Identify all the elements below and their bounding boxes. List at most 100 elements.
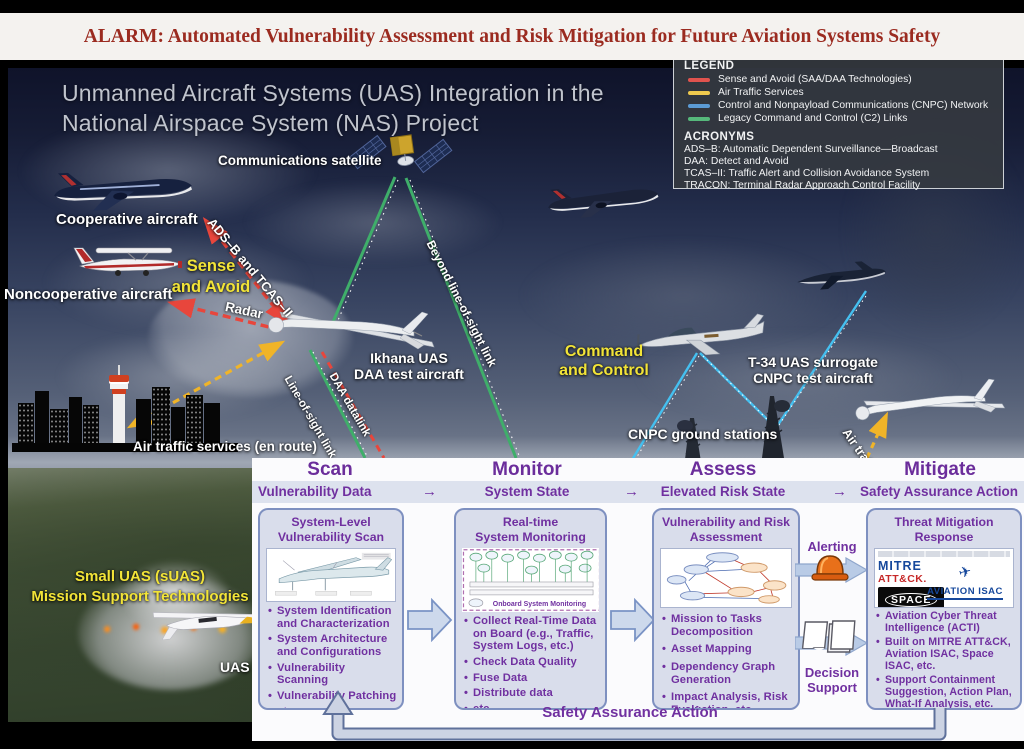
c2-color-swatch (688, 116, 710, 121)
uas-schematic-image (266, 548, 396, 602)
legend-item-label: Control and Nonpayload Communications (C… (718, 100, 989, 111)
bullet-item: Asset Mapping (662, 643, 794, 656)
cnpc-link-line (699, 352, 777, 429)
building (136, 399, 151, 443)
bullet-item: Impact Analysis, Risk Evaluation, etc. (662, 691, 794, 708)
label-cooperative-aircraft: Cooperative aircraft (56, 211, 198, 228)
label-ikhana-uas: Ikhana UAS DAA test aircraft (354, 350, 464, 382)
bullet-item: System Identification and Characterizati… (268, 605, 398, 630)
feedback-loop-arrow (322, 690, 947, 741)
bullet-item: Support Containment Suggestion, Action P… (876, 674, 1016, 708)
legend-item: Sense and Avoid (SAA/DAA Technologies) (684, 74, 993, 85)
states-bar: Vulnerability Data → System State → Elev… (252, 481, 1024, 503)
cnpc-link-coil (634, 292, 869, 461)
aviation-isac-text: AVIATION ISAC (927, 586, 1003, 600)
c2-link-line (331, 176, 397, 323)
uas-drone-graphic (855, 378, 1006, 421)
assess-box-title: Vulnerability and Risk Assessment (661, 515, 790, 544)
t34-aircraft-graphic (636, 313, 765, 356)
assess-box: Vulnerability and Risk Assessment (652, 508, 800, 710)
tower-cab (109, 375, 129, 384)
space-isac-logo: SPACE ISAC (878, 587, 945, 607)
cloud (633, 330, 963, 425)
state-arrow-icon: → (422, 483, 437, 500)
legend-item: Control and Nonpayload Communications (C… (684, 100, 993, 111)
building (152, 387, 170, 443)
bullet-item: etc. (268, 706, 398, 708)
atc-color-swatch (688, 90, 710, 95)
bullet-item: System Architecture and Configurations (268, 633, 398, 658)
state-arrow-icon: → (624, 483, 639, 500)
business-jet-graphic (797, 261, 886, 290)
state-vulnerability-data: Vulnerability Data (258, 484, 372, 499)
state-arrow-icon: → (832, 483, 847, 500)
cnpc-link-line (774, 290, 868, 429)
legend-item: Air Traffic Services (684, 87, 993, 98)
safety-assurance-action-label: Safety Assurance Action (542, 704, 718, 721)
label-command-and-control: Command and Control (559, 343, 649, 380)
scene-title: Unmanned Aircraft Systems (UAS) Integrat… (62, 80, 604, 137)
daa-datalink-line (320, 351, 386, 459)
label-small-uas: Small UAS (sUAS) Mission Support Technol… (31, 568, 249, 605)
noncooperative-aircraft-graphic (73, 247, 182, 276)
tower-column (113, 394, 125, 443)
aviation-isac-logo: ✈ AVIATION ISAC (922, 563, 1008, 600)
logo-collage: MITRE ATT&CK. SPACE ISAC ✈ AVIATION ISAC (875, 549, 1013, 607)
label-cnpc-ground-stations: CNPC ground stations (628, 426, 778, 442)
legend-item-label: Air Traffic Services (718, 87, 804, 98)
airliner-graphic (548, 188, 659, 219)
building (186, 395, 203, 443)
bullet-item: Built on MITRE ATT&CK, Aviation ISAC, Sp… (876, 636, 1016, 673)
alarm-flowchart-panel: Scan Monitor Assess Mitigate Vulnerabili… (252, 458, 1024, 741)
mitigate-box: Threat Mitigation Response MITRE ATT&CK.… (866, 508, 1022, 710)
space-isac-text: SPACE (885, 593, 938, 607)
threat-intel-logos-image: MITRE ATT&CK. SPACE ISAC ✈ AVIATION ISAC (874, 548, 1014, 608)
communications-satellite-graphic (348, 134, 453, 174)
acronym-line: ADS–B: Automatic Dependent Surveillance—… (684, 144, 938, 155)
atc-link-arrow-right (865, 411, 888, 459)
mitigate-box-title: Threat Mitigation Response (894, 515, 994, 544)
tower-deck (110, 384, 128, 389)
building (83, 405, 99, 443)
atc-tower (106, 365, 132, 443)
beyond-los-line (404, 177, 518, 459)
radar-arrow (167, 298, 282, 332)
legend-item-label: Sense and Avoid (SAA/DAA Technologies) (718, 74, 912, 85)
bullet-item: Mission to Tasks Decomposition (662, 613, 794, 638)
legend-item-label: Legacy Command and Control (C2) Links (718, 113, 908, 124)
onboard-monitoring-caption: Onboard System Monitoring (493, 601, 586, 608)
building (35, 391, 49, 443)
tower-antenna (118, 365, 120, 375)
flow-arrow-icon (407, 598, 453, 642)
scan-bullets: System Identification and Characterizati… (264, 605, 400, 708)
building (204, 403, 220, 443)
legend-item: Legacy Command and Control (C2) Links (684, 113, 993, 124)
legend-title: LEGEND (684, 60, 735, 72)
assess-bullets: Mission to Tasks Decomposition Asset Map… (658, 613, 796, 708)
page-title: ALARM: Automated Vulnerability Assessmen… (83, 25, 941, 47)
cooperative-aircraft-graphic (54, 172, 193, 211)
saa-color-swatch (688, 77, 710, 82)
bullet-item: Aviation Cyber Threat Intelligence (ACTI… (876, 610, 1016, 635)
building (69, 397, 82, 443)
stage-scan: Scan (307, 459, 353, 480)
bullet-item: Distribute data (464, 687, 601, 700)
monitor-box: Real-time System Monitoring (454, 508, 607, 710)
bullet-item: Dependency Graph Generation (662, 661, 794, 686)
city-base (12, 443, 238, 452)
bullet-item: Vulnerability Scanning (268, 662, 398, 687)
tower-band (112, 389, 126, 394)
cnpc-ground-station-graphic (762, 396, 790, 458)
title-banner: ALARM: Automated Vulnerability Assessmen… (0, 13, 1024, 60)
decision-support-label: Decision Support (804, 665, 860, 695)
alerting-label: Alerting (807, 539, 857, 554)
cloud (18, 116, 318, 226)
stage-monitor: Monitor (492, 459, 562, 480)
documents-icon (801, 620, 856, 653)
state-safety-assurance: Safety Assurance Action (859, 484, 1018, 499)
scan-box: System-Level Vulnerability Scan System I… (258, 508, 404, 710)
adsb-tcas-arrow (202, 217, 291, 327)
label-communications-satellite: Communications satellite (218, 153, 382, 168)
